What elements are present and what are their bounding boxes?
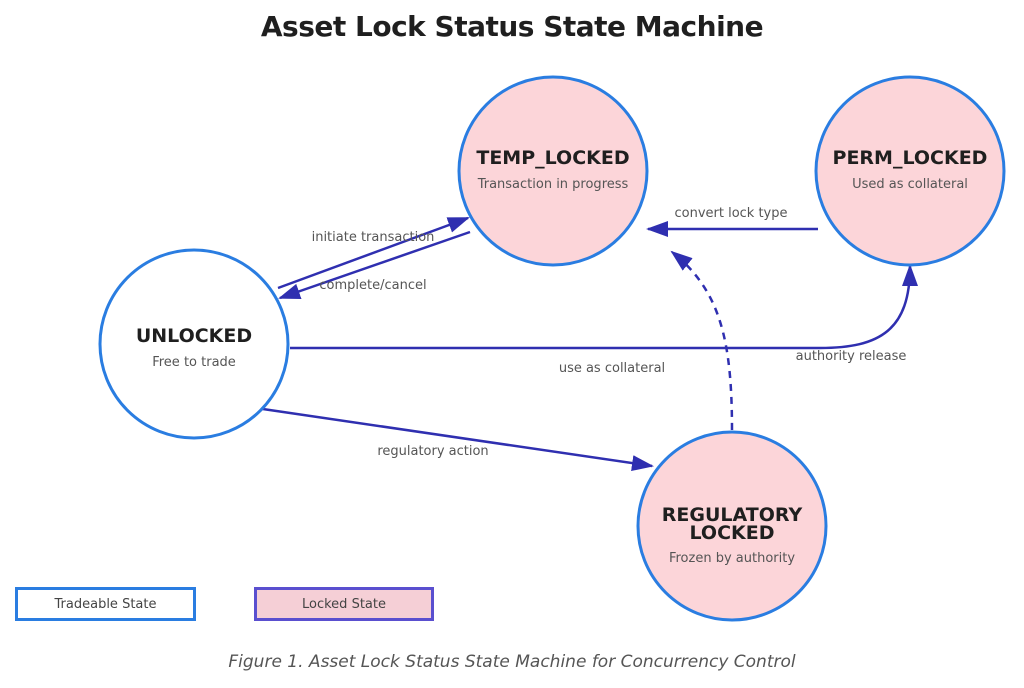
- state-temp-locked: TEMP_LOCKED Transaction in progress: [457, 75, 649, 267]
- state-regulatory-sub: Frozen by authority: [669, 551, 795, 566]
- state-regulatory-locked: REGULATORY LOCKED Frozen by authority: [636, 430, 828, 622]
- state-regulatory-name-line2: LOCKED: [690, 522, 775, 544]
- edge-authority-release: [670, 250, 734, 431]
- label-initiate-transaction: initiate transaction: [312, 230, 435, 245]
- state-unlocked-name: UNLOCKED: [136, 325, 252, 347]
- edge-complete-cancel: [278, 230, 471, 300]
- label-use-as-collateral: use as collateral: [559, 361, 665, 376]
- figure-caption: Figure 1. Asset Lock Status State Machin…: [228, 652, 796, 672]
- state-temp-locked-sub: Transaction in progress: [477, 177, 629, 192]
- state-temp-locked-name: TEMP_LOCKED: [476, 147, 629, 169]
- label-convert-lock-type: convert lock type: [674, 206, 787, 221]
- state-perm-locked: PERM_LOCKED Used as collateral: [814, 75, 1006, 267]
- state-perm-locked-sub: Used as collateral: [852, 177, 968, 192]
- legend-tradeable-state: Tradeable State: [15, 587, 196, 621]
- state-unlocked: UNLOCKED Free to trade: [98, 248, 290, 440]
- state-machine-diagram: TEMP_LOCKED Transaction in progress PERM…: [98, 75, 1006, 622]
- state-unlocked-sub: Free to trade: [152, 355, 236, 370]
- legend-tradeable-label: Tradeable State: [54, 596, 157, 612]
- label-regulatory-action: regulatory action: [377, 444, 488, 459]
- diagram-title: Asset Lock Status State Machine: [260, 10, 764, 43]
- state-regulatory-name-line1: REGULATORY: [662, 504, 803, 526]
- edge-initiate-transaction: [277, 216, 470, 290]
- label-authority-release: authority release: [796, 349, 907, 364]
- edge-use-as-collateral: [290, 264, 918, 350]
- legend-locked-label: Locked State: [302, 596, 386, 612]
- edge-regulatory-action: [255, 406, 654, 472]
- state-perm-locked-name: PERM_LOCKED: [833, 147, 988, 169]
- label-complete-cancel: complete/cancel: [319, 278, 426, 293]
- legend-locked-state: Locked State: [254, 587, 434, 621]
